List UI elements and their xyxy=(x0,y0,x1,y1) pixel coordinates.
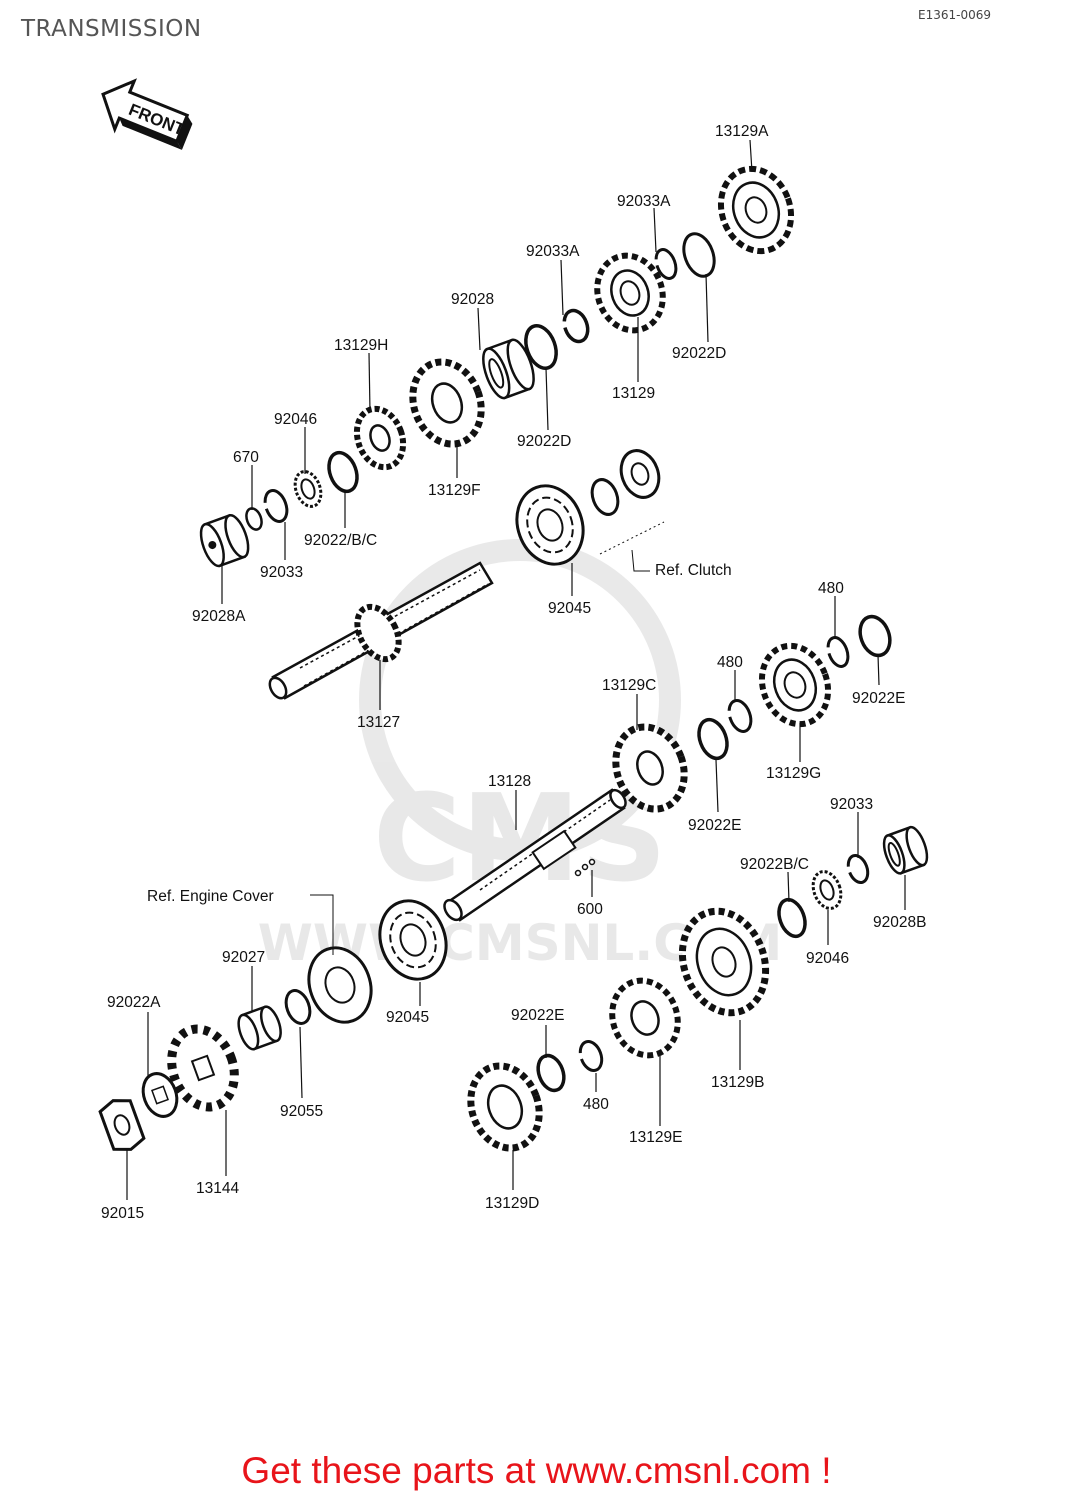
label-600: 600 xyxy=(577,901,603,918)
footer-cta-link[interactable]: Get these parts at www.cmsnl.com ! xyxy=(241,1450,832,1491)
washer-92022e-1 xyxy=(858,614,892,658)
label-92045-1: 92045 xyxy=(548,600,591,617)
bearing-92046-2 xyxy=(811,870,843,910)
label-13129e: 13129E xyxy=(629,1129,682,1146)
diagram-code: E1361-0069 xyxy=(918,8,991,22)
bearing-92046-1 xyxy=(293,470,323,508)
ref-clutch: Ref. Clutch xyxy=(655,562,732,579)
shaft-13128 xyxy=(443,788,627,922)
label-13129b: 13129B xyxy=(711,1074,764,1091)
circlip-92033-2 xyxy=(846,853,870,885)
label-92022bc-2: 92022B/C xyxy=(740,856,809,873)
gear-13129e xyxy=(609,977,681,1059)
washer-92022bc-1 xyxy=(327,450,359,494)
o-ring-92055 xyxy=(284,989,312,1025)
label-13129f: 13129F xyxy=(428,482,481,499)
gear-13129 xyxy=(594,252,666,334)
label-92015: 92015 xyxy=(101,1205,144,1222)
watermark: CMS WWW.CMSNL.COM xyxy=(258,539,782,972)
washer-92022a xyxy=(141,1072,179,1118)
sprocket-13144 xyxy=(167,1024,239,1112)
gear-13129c xyxy=(612,723,688,813)
label-92022e-1: 92022E xyxy=(852,690,905,707)
front-arrow-icon: FRONT xyxy=(101,78,193,150)
label-480-2: 480 xyxy=(717,654,743,671)
label-13129d: 13129D xyxy=(485,1195,539,1212)
gear-13129a xyxy=(717,165,795,255)
label-92028b: 92028B xyxy=(873,914,926,931)
label-92046-1: 92046 xyxy=(274,411,317,428)
circlip-480-2 xyxy=(727,699,753,733)
page-title: TRANSMISSION xyxy=(21,16,202,42)
watermark-brand: CMS xyxy=(373,770,667,909)
washer-92022d-1 xyxy=(682,232,716,278)
label-92022bc-1: 92022/B/C xyxy=(304,532,377,549)
clutch-ref-leader xyxy=(631,549,650,572)
washer-92022e-3 xyxy=(536,1053,566,1093)
label-92022e-2: 92022E xyxy=(688,817,741,834)
bearing-92045-2 xyxy=(378,899,448,981)
engine-cover-ref-leader xyxy=(310,894,334,955)
label-13128: 13128 xyxy=(488,773,531,790)
circlip-92033a-1 xyxy=(654,248,678,280)
label-92028a: 92028A xyxy=(192,608,246,625)
label-92027: 92027 xyxy=(222,949,265,966)
label-13129c: 13129C xyxy=(602,677,656,694)
ref-engine-cover: Ref. Engine Cover xyxy=(147,888,274,905)
label-13129: 13129 xyxy=(612,385,655,402)
gear-13129d xyxy=(467,1062,543,1152)
washer-clutch-side xyxy=(590,478,620,516)
washer-92022e-2 xyxy=(697,717,729,761)
label-480-1: 480 xyxy=(818,580,844,597)
label-92022a: 92022A xyxy=(107,994,161,1011)
bearing-92045-1 xyxy=(515,484,585,566)
collar-92027 xyxy=(237,1005,282,1051)
circlip-92033-1 xyxy=(263,489,289,523)
clutch-ref-line xyxy=(599,521,665,555)
circlip-480-1 xyxy=(826,636,850,668)
label-92046-2: 92046 xyxy=(806,950,849,967)
label-92022e-3: 92022E xyxy=(511,1007,564,1024)
balls-600 xyxy=(574,858,596,877)
shaft-13127 xyxy=(268,561,494,700)
label-92022d-2: 92022D xyxy=(517,433,571,450)
bushing-92028b xyxy=(882,825,929,875)
nut-92015 xyxy=(98,1099,146,1151)
label-92055: 92055 xyxy=(280,1103,323,1120)
label-92033a-1: 92033A xyxy=(617,193,671,210)
label-13129a: 13129A xyxy=(715,123,769,140)
nut-clutch-side xyxy=(619,449,661,499)
bushing-92028a xyxy=(199,513,250,568)
label-92033-2: 92033 xyxy=(830,796,873,813)
label-92045-2: 92045 xyxy=(386,1009,429,1026)
label-92028: 92028 xyxy=(451,291,494,308)
gear-13129f xyxy=(409,358,485,448)
washer-92022d-2 xyxy=(524,324,558,370)
circlip-92033a-2 xyxy=(562,308,590,344)
leader-lines xyxy=(126,139,906,1200)
gear-13129h xyxy=(353,405,407,471)
label-13129g: 13129G xyxy=(766,765,821,782)
gear-13129g xyxy=(758,642,832,728)
label-92033a-2: 92033A xyxy=(526,243,580,260)
label-92033-1: 92033 xyxy=(260,564,303,581)
washer-670 xyxy=(245,507,263,531)
label-670: 670 xyxy=(233,449,259,466)
label-92022d-1: 92022D xyxy=(672,345,726,362)
bushing-92028 xyxy=(482,338,535,400)
circlip-480-3 xyxy=(578,1039,604,1073)
washer-92022bc-2 xyxy=(777,897,807,939)
label-13144: 13144 xyxy=(196,1180,239,1197)
label-480-3: 480 xyxy=(583,1096,609,1113)
gear-13129b xyxy=(678,907,770,1017)
label-13129h: 13129H xyxy=(334,337,388,354)
label-13127: 13127 xyxy=(357,714,400,731)
oil-seal-engine-cover xyxy=(307,946,373,1024)
